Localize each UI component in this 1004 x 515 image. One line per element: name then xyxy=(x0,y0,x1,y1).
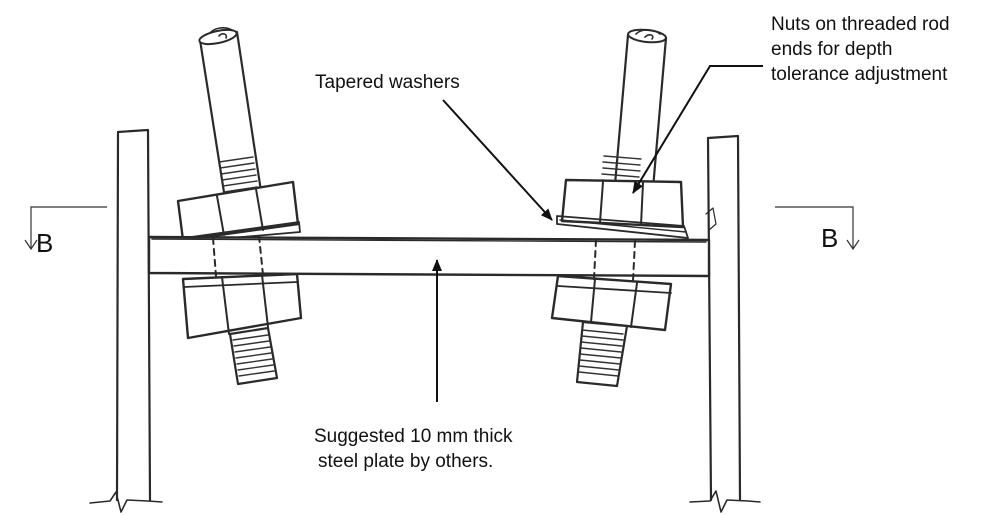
section-label-left: B xyxy=(36,228,53,258)
left-post xyxy=(89,128,163,513)
nuts-label-line1: Nuts on threaded rod xyxy=(771,14,950,35)
right-lower-thread xyxy=(578,329,624,377)
steel-plate xyxy=(147,235,711,278)
left-upper-rod xyxy=(198,27,264,207)
nuts-label-line3: tolerance adjustment xyxy=(771,64,948,85)
plate-label-line1: Suggested 10 mm thick xyxy=(314,426,513,447)
right-post xyxy=(689,134,761,513)
right-lower-rod xyxy=(575,320,629,388)
left-upper-thread xyxy=(218,156,258,193)
left-upper-nut xyxy=(176,180,301,242)
nuts-label-line2: ends for depth xyxy=(771,39,892,60)
left-lower-thread xyxy=(232,334,275,377)
tapered-washers-label: Tapered washers xyxy=(315,72,460,93)
right-tapered-washers xyxy=(556,207,717,239)
section-cut-left xyxy=(24,206,107,251)
tapered-washers-arrow xyxy=(442,99,553,221)
section-label-right: B xyxy=(821,223,838,253)
right-upper-nut xyxy=(560,178,685,229)
nuts-arrow xyxy=(632,65,763,194)
right-upper-rod xyxy=(600,28,668,202)
left-lower-rod xyxy=(228,326,279,386)
section-cut-right xyxy=(775,206,860,251)
nuts-label: Nuts on threaded rod ends for depth tole… xyxy=(771,14,950,85)
plate-label: Suggested 10 mm thick steel plate by oth… xyxy=(314,426,513,472)
right-lower-nut xyxy=(550,274,673,332)
plate-label-line2: steel plate by others. xyxy=(318,451,493,472)
left-lower-nut xyxy=(181,272,303,340)
